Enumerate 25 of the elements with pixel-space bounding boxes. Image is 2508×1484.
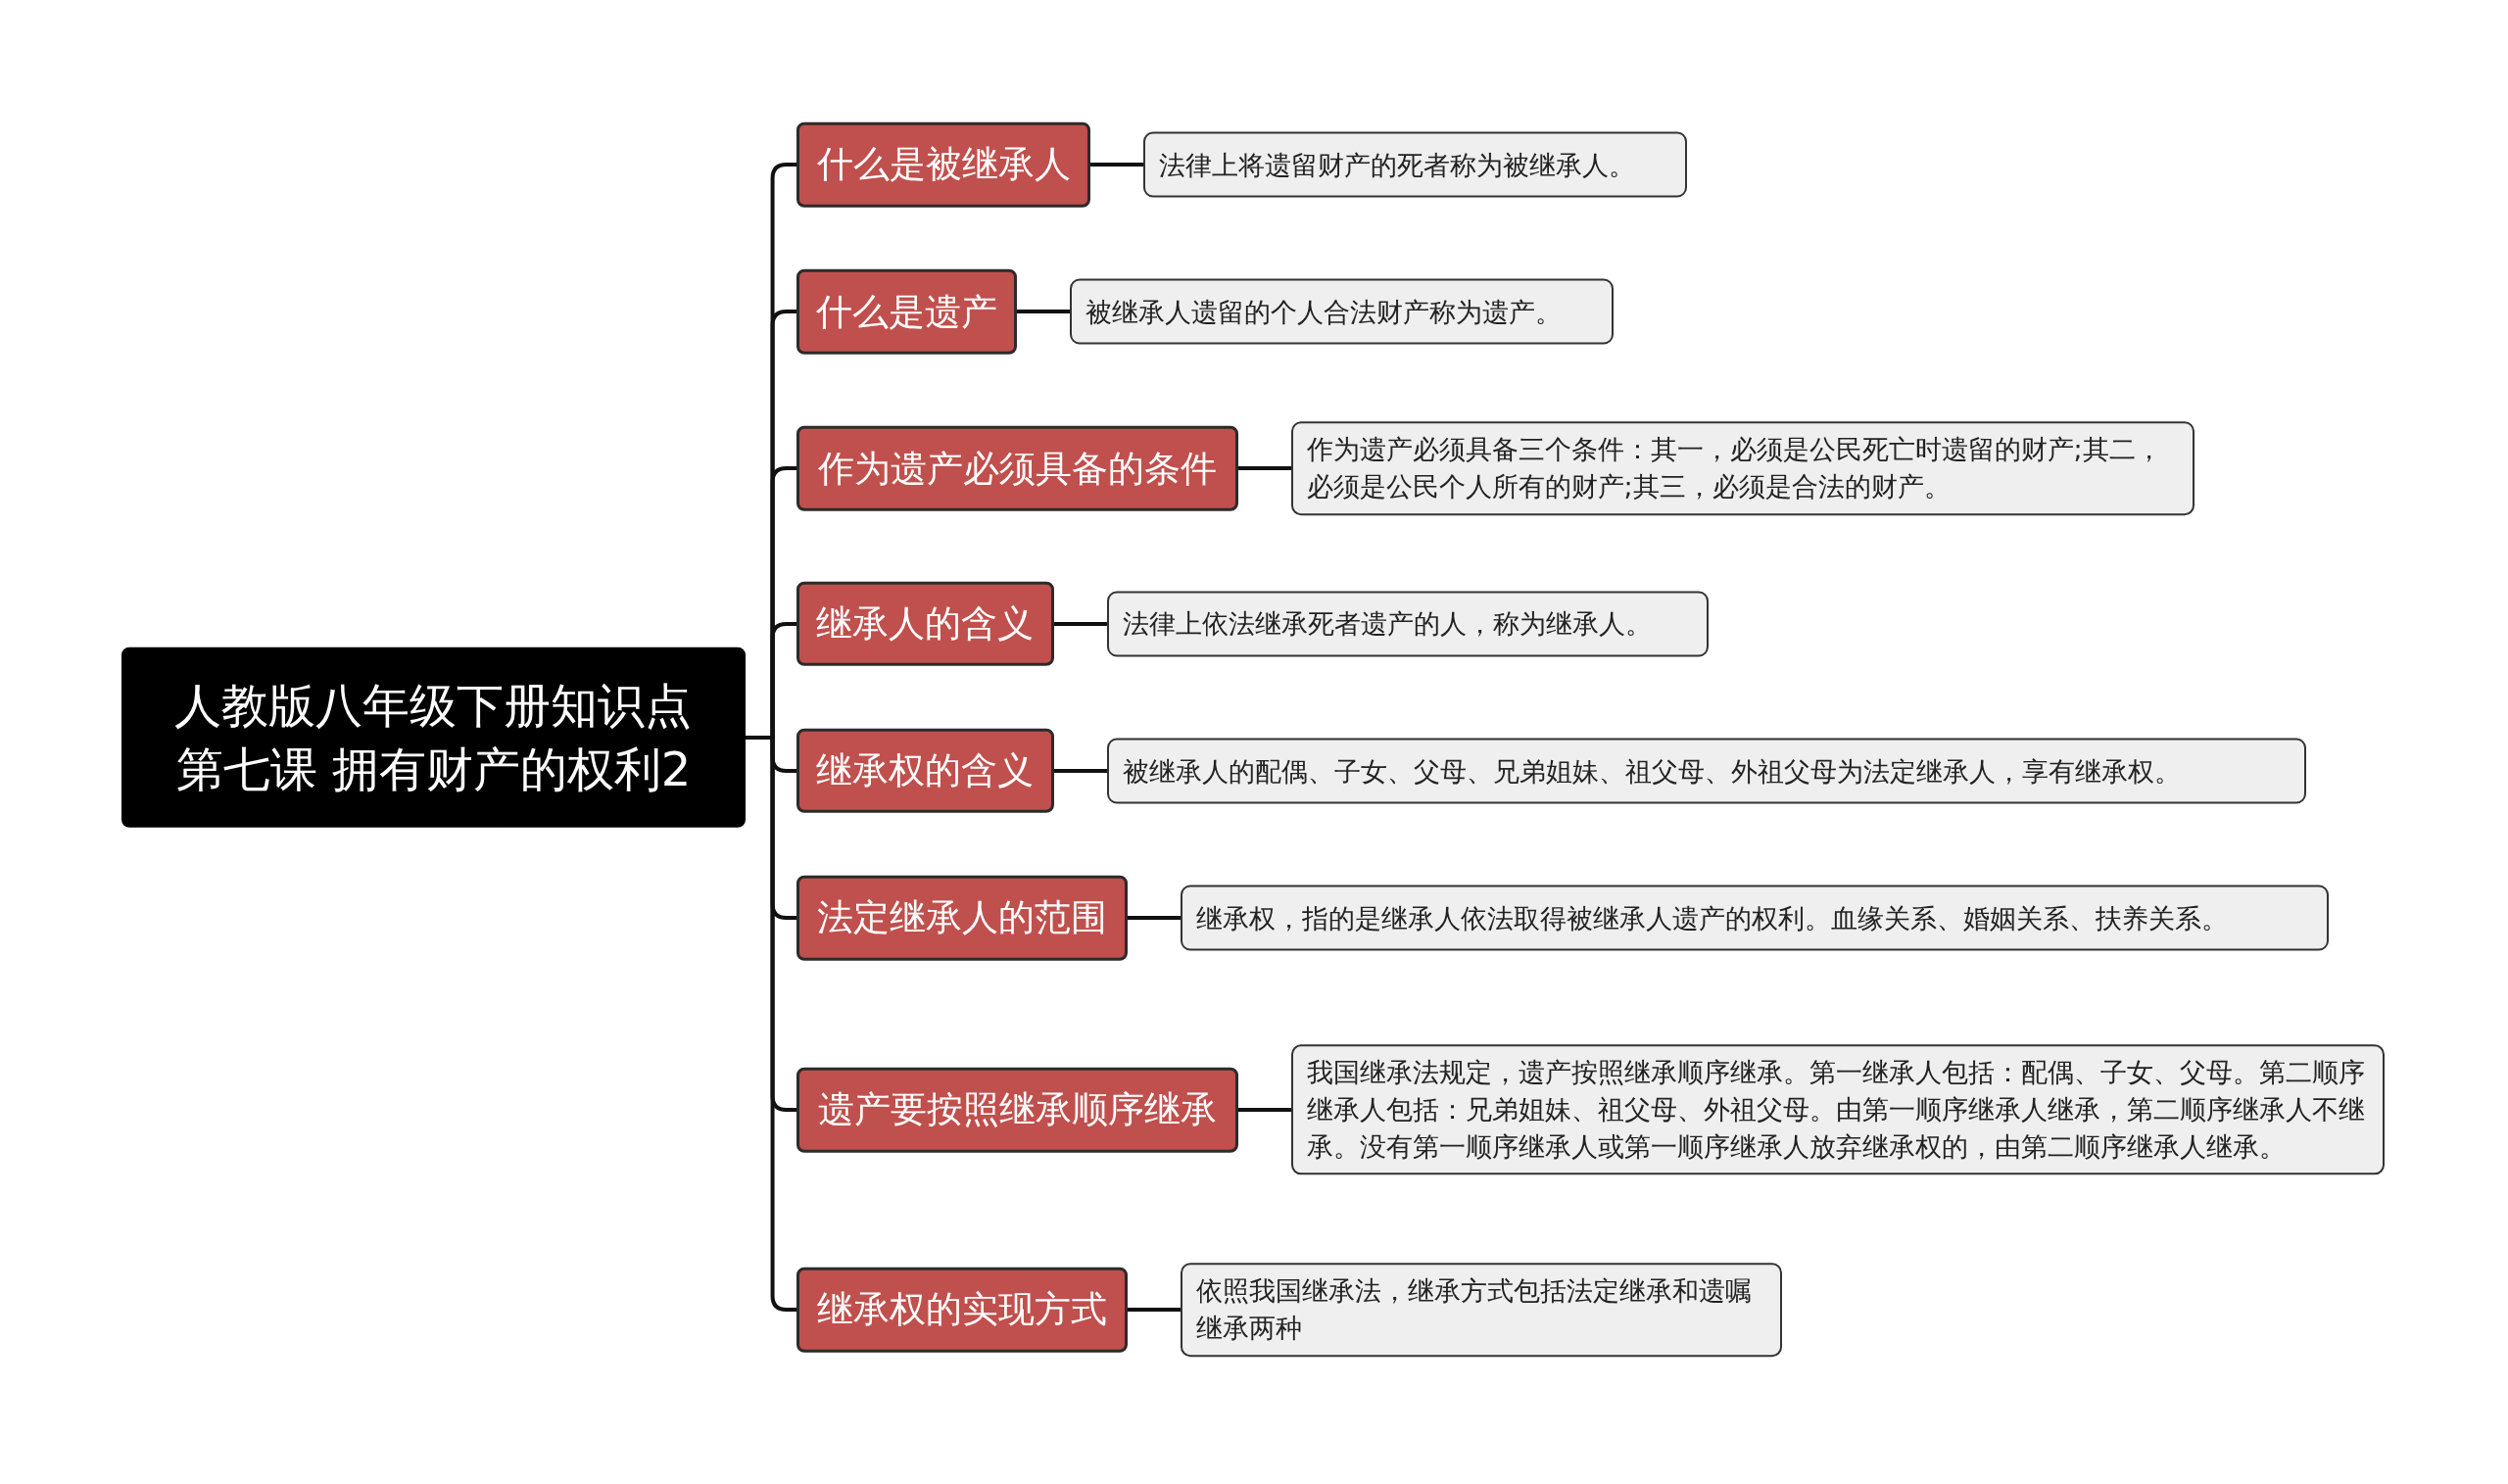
topic-box: 继承人的含义 <box>796 581 1054 666</box>
connector-line <box>1238 1108 1291 1112</box>
connector-line <box>1128 1308 1181 1312</box>
connector-line <box>1090 163 1143 167</box>
note-box: 继承权，指的是继承人依法取得被继承人遗产的权利。血缘关系、婚姻关系、扶养关系。 <box>1180 885 2330 951</box>
connector-line <box>1017 310 1070 313</box>
note-box: 法律上将遗留财产的死者称为被继承人。 <box>1143 131 1688 198</box>
note-box: 依照我国继承法，继承方式包括法定继承和遗嘱继承两种 <box>1180 1263 1782 1357</box>
connector-line <box>1238 466 1291 470</box>
connector-line <box>1054 769 1107 773</box>
connector-line <box>1054 622 1107 626</box>
note-box: 被继承人遗留的个人合法财产称为遗产。 <box>1070 278 1615 345</box>
topic-box: 继承权的含义 <box>796 728 1054 814</box>
note-box: 法律上依法继承死者遗产的人，称为继承人。 <box>1106 591 1709 657</box>
note-box: 我国继承法规定，遗产按照继承顺序继承。第一继承人包括：配偶、子女、父母。第二顺序继承人包括：兄弟姐妹、祖父母、外祖父母。由第一顺序继承人继承，第二顺序继承人不继承。没有第一顺序继承人或第一顺序继承人放弃继承权的，由第二顺序继承人继承。 <box>1290 1044 2386 1175</box>
topic-box: 法定继承人的范围 <box>796 875 1128 961</box>
note-box: 作为遗产必须具备三个条件：其一，必须是公民死亡时遗留的财产;其二，必须是公民个人所有的财产;其三，必须是合法的财产。 <box>1290 421 2194 516</box>
topic-box: 什么是被继承人 <box>796 121 1091 208</box>
topic-box: 继承权的实现方式 <box>796 1267 1128 1353</box>
root-topic-box: 人教版八年级下册知识点第七课 拥有财产的权利2 <box>121 646 746 828</box>
topic-box: 作为遗产必须具备的条件 <box>796 426 1238 511</box>
topic-box: 遗产要按照继承顺序继承 <box>796 1067 1238 1153</box>
connector-line <box>1128 916 1181 920</box>
note-box: 被继承人的配偶、子女、父母、兄弟姐妹、祖父母、外祖父母为法定继承人，享有继承权。 <box>1106 738 2307 804</box>
topic-box: 什么是遗产 <box>796 269 1018 355</box>
